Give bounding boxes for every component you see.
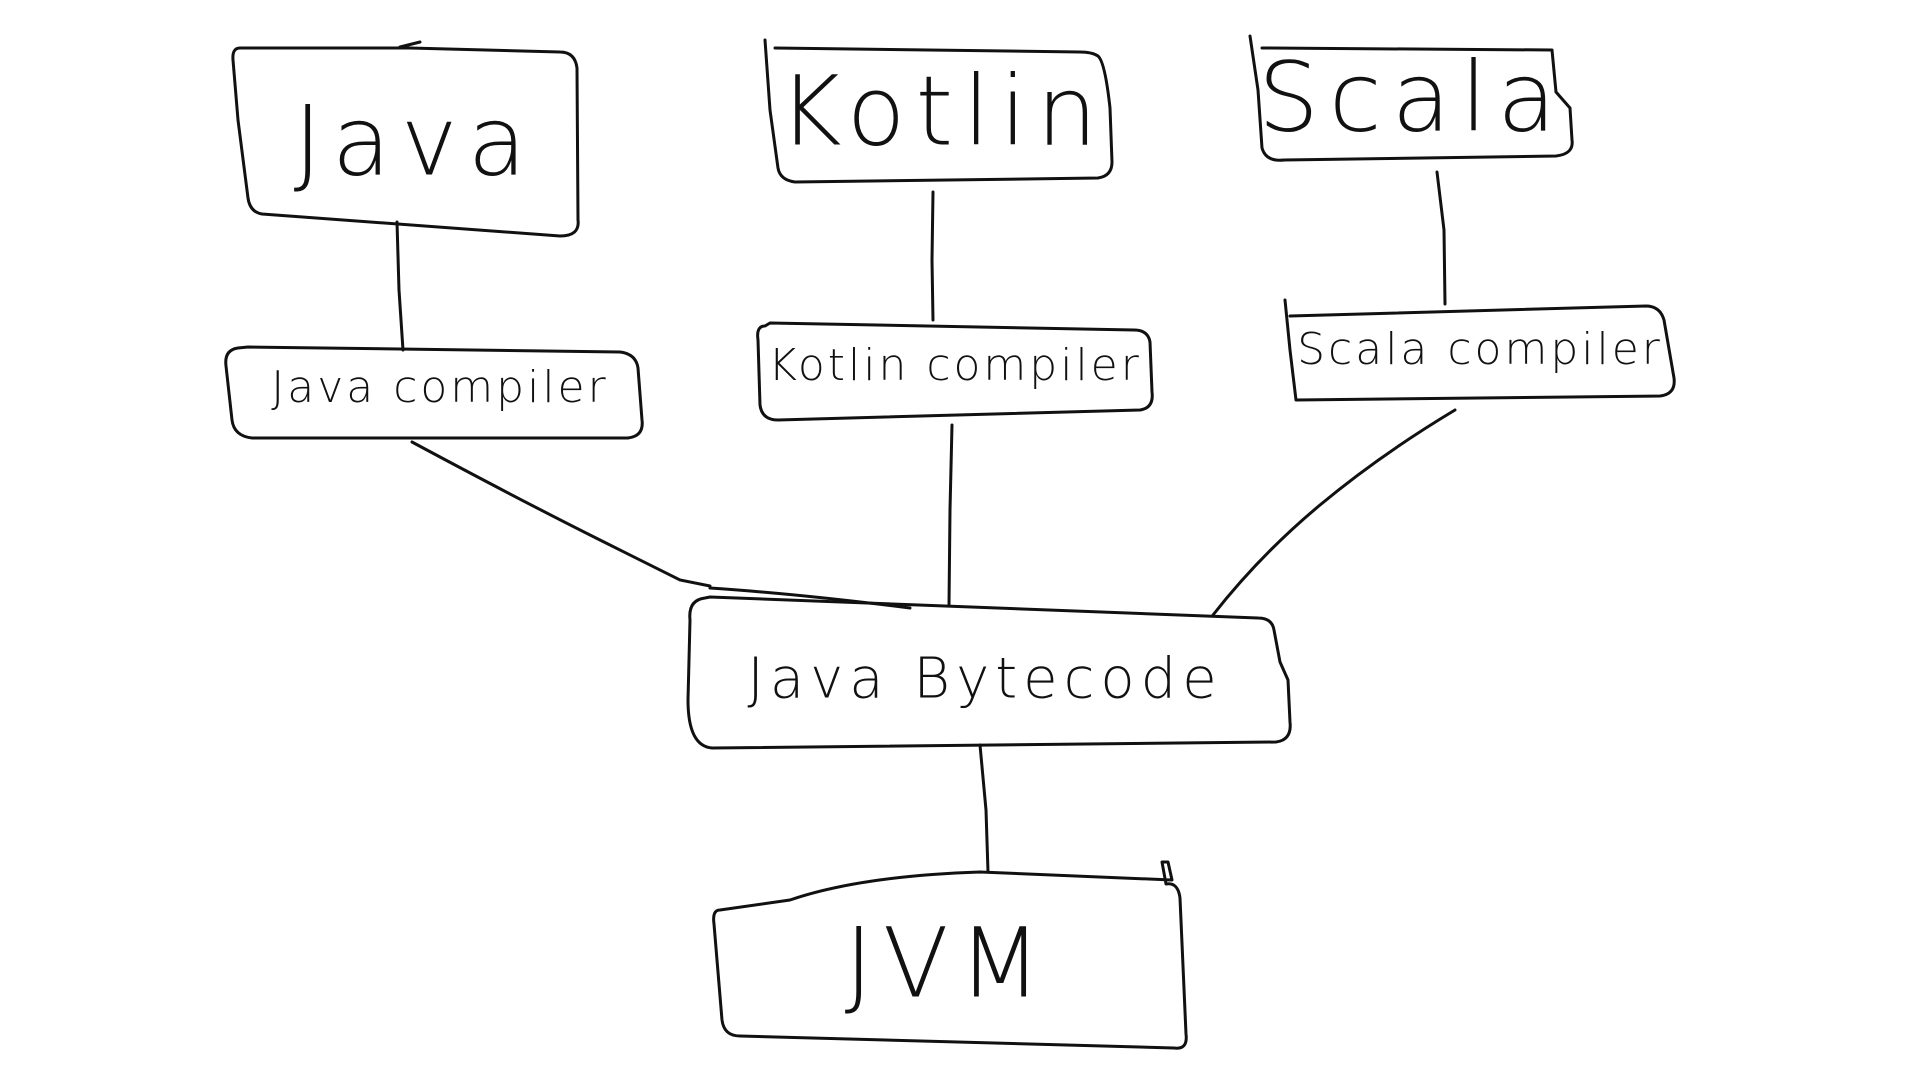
node-java-compiler: Java compiler <box>224 345 644 440</box>
node-kotlin-compiler-label: Kotlin compiler <box>768 340 1142 391</box>
edge-bytecode-to-jvm <box>978 743 990 874</box>
edges <box>395 170 1457 874</box>
node-java-compiler-box <box>224 345 644 440</box>
node-kotlin-label: Kotlin <box>779 55 1108 167</box>
node-java-box <box>231 46 580 238</box>
node-java-bytecode: Java Bytecode <box>686 595 1292 750</box>
node-java-bytecode-box <box>686 595 1292 750</box>
node-java-bytecode-label: Java Bytecode <box>747 646 1222 711</box>
node-java-label: Java <box>294 85 537 197</box>
node-scala-compiler: Scala compiler <box>1283 298 1676 402</box>
node-kotlin-box <box>763 38 1114 184</box>
edge-kotlin-compiler-to-bytecode <box>947 423 954 607</box>
node-java-compiler-label: Java compiler <box>271 362 608 413</box>
edge-scala-to-scala-compiler <box>1435 170 1447 306</box>
node-kotlin: Kotlin <box>763 38 1114 184</box>
node-java: Java <box>231 40 580 238</box>
edge-kotlin-to-kotlin-compiler <box>930 190 935 322</box>
edge-java-to-java-compiler <box>395 220 405 352</box>
node-jvm-label: JVM <box>845 907 1052 1019</box>
edge-java-compiler-to-bytecode <box>410 440 712 588</box>
node-jvm: JVM <box>712 860 1188 1050</box>
node-scala: Scala <box>1248 34 1574 162</box>
node-scala-compiler-box <box>1283 298 1676 402</box>
node-scala-compiler-label: Scala compiler <box>1297 324 1663 375</box>
node-kotlin-compiler: Kotlin compiler <box>756 321 1154 422</box>
node-scala-box <box>1248 34 1574 162</box>
node-scala-label: Scala <box>1258 41 1566 153</box>
node-java-box-tick <box>398 40 422 49</box>
node-jvm-box <box>712 860 1188 1050</box>
edge-scala-compiler-to-bytecode <box>1211 408 1457 617</box>
node-kotlin-compiler-box <box>756 321 1154 422</box>
